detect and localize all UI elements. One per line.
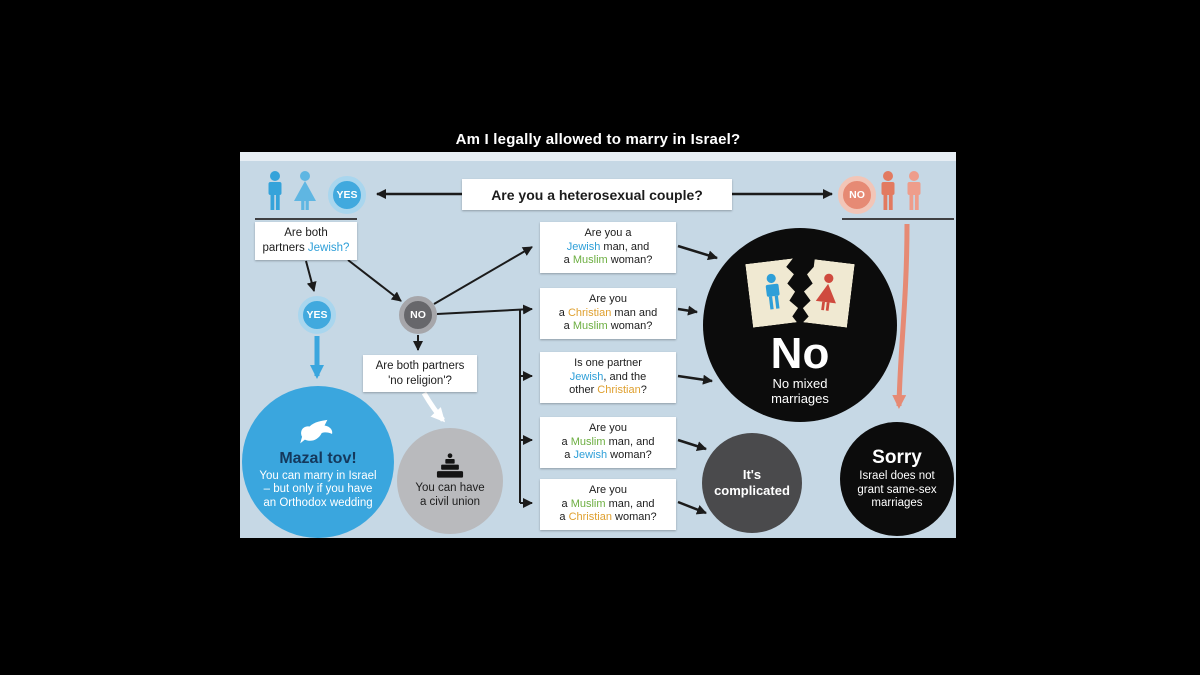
dove-icon	[300, 419, 333, 444]
badge-yes-jewish-label: YES	[306, 309, 328, 321]
sorry-title: Sorry	[872, 447, 922, 469]
same-sex-couple-baseline	[842, 218, 954, 220]
badge-no-top: NO	[838, 176, 876, 214]
result-no-mixed-marriages: No No mixed marriages	[703, 228, 897, 422]
its-complicated-label: It's complicated	[714, 467, 790, 498]
result-its-complicated: It's complicated	[702, 433, 802, 533]
question-heterosexual-couple: Are you a heterosexual couple?	[462, 179, 732, 210]
same-sex-couple-icon	[881, 171, 921, 210]
no-mixed-big-label: No	[770, 329, 830, 378]
hetero-couple-icon	[268, 171, 316, 210]
question-heterosexual-couple-label: Are you a heterosexual couple?	[491, 186, 703, 203]
question-no-religion-label: Are both partners'no religion'?	[375, 359, 465, 387]
badge-yes-top: YES	[328, 176, 366, 214]
result-sorry-same-sex: Sorry Israel does not grant same-sex mar…	[840, 422, 954, 536]
badge-yes-top-label: YES	[336, 189, 358, 201]
torn-photo-icon	[742, 258, 858, 330]
badge-no-jewish-label: NO	[410, 309, 426, 321]
badge-yes-jewish: YES	[298, 296, 336, 334]
sorry-body: Israel does not grant same-sex marriages	[857, 470, 937, 510]
torn-photo-groom-half	[745, 258, 800, 327]
mazal-tov-title: Mazal tov!	[279, 449, 357, 467]
page-title: Am I legally allowed to marry in Israel?	[455, 131, 741, 148]
no-mixed-sub-label: No mixed marriages	[771, 376, 829, 406]
panel-top-strip	[240, 152, 956, 161]
bride-icon	[813, 271, 842, 316]
mazal-tov-body: You can marry in Israel – but only if yo…	[259, 469, 377, 509]
cake-icon	[436, 453, 464, 478]
badge-no-top-label: NO	[849, 189, 865, 201]
result-mazal-tov: Mazal tov! You can marry in Israel – but…	[242, 386, 394, 538]
badge-no-jewish: NO	[399, 296, 437, 334]
question-no-religion: Are both partners'no religion'?	[363, 355, 477, 392]
torn-photo-bride-half	[799, 258, 854, 327]
groom-icon	[760, 271, 787, 315]
hetero-couple-baseline	[255, 218, 357, 220]
